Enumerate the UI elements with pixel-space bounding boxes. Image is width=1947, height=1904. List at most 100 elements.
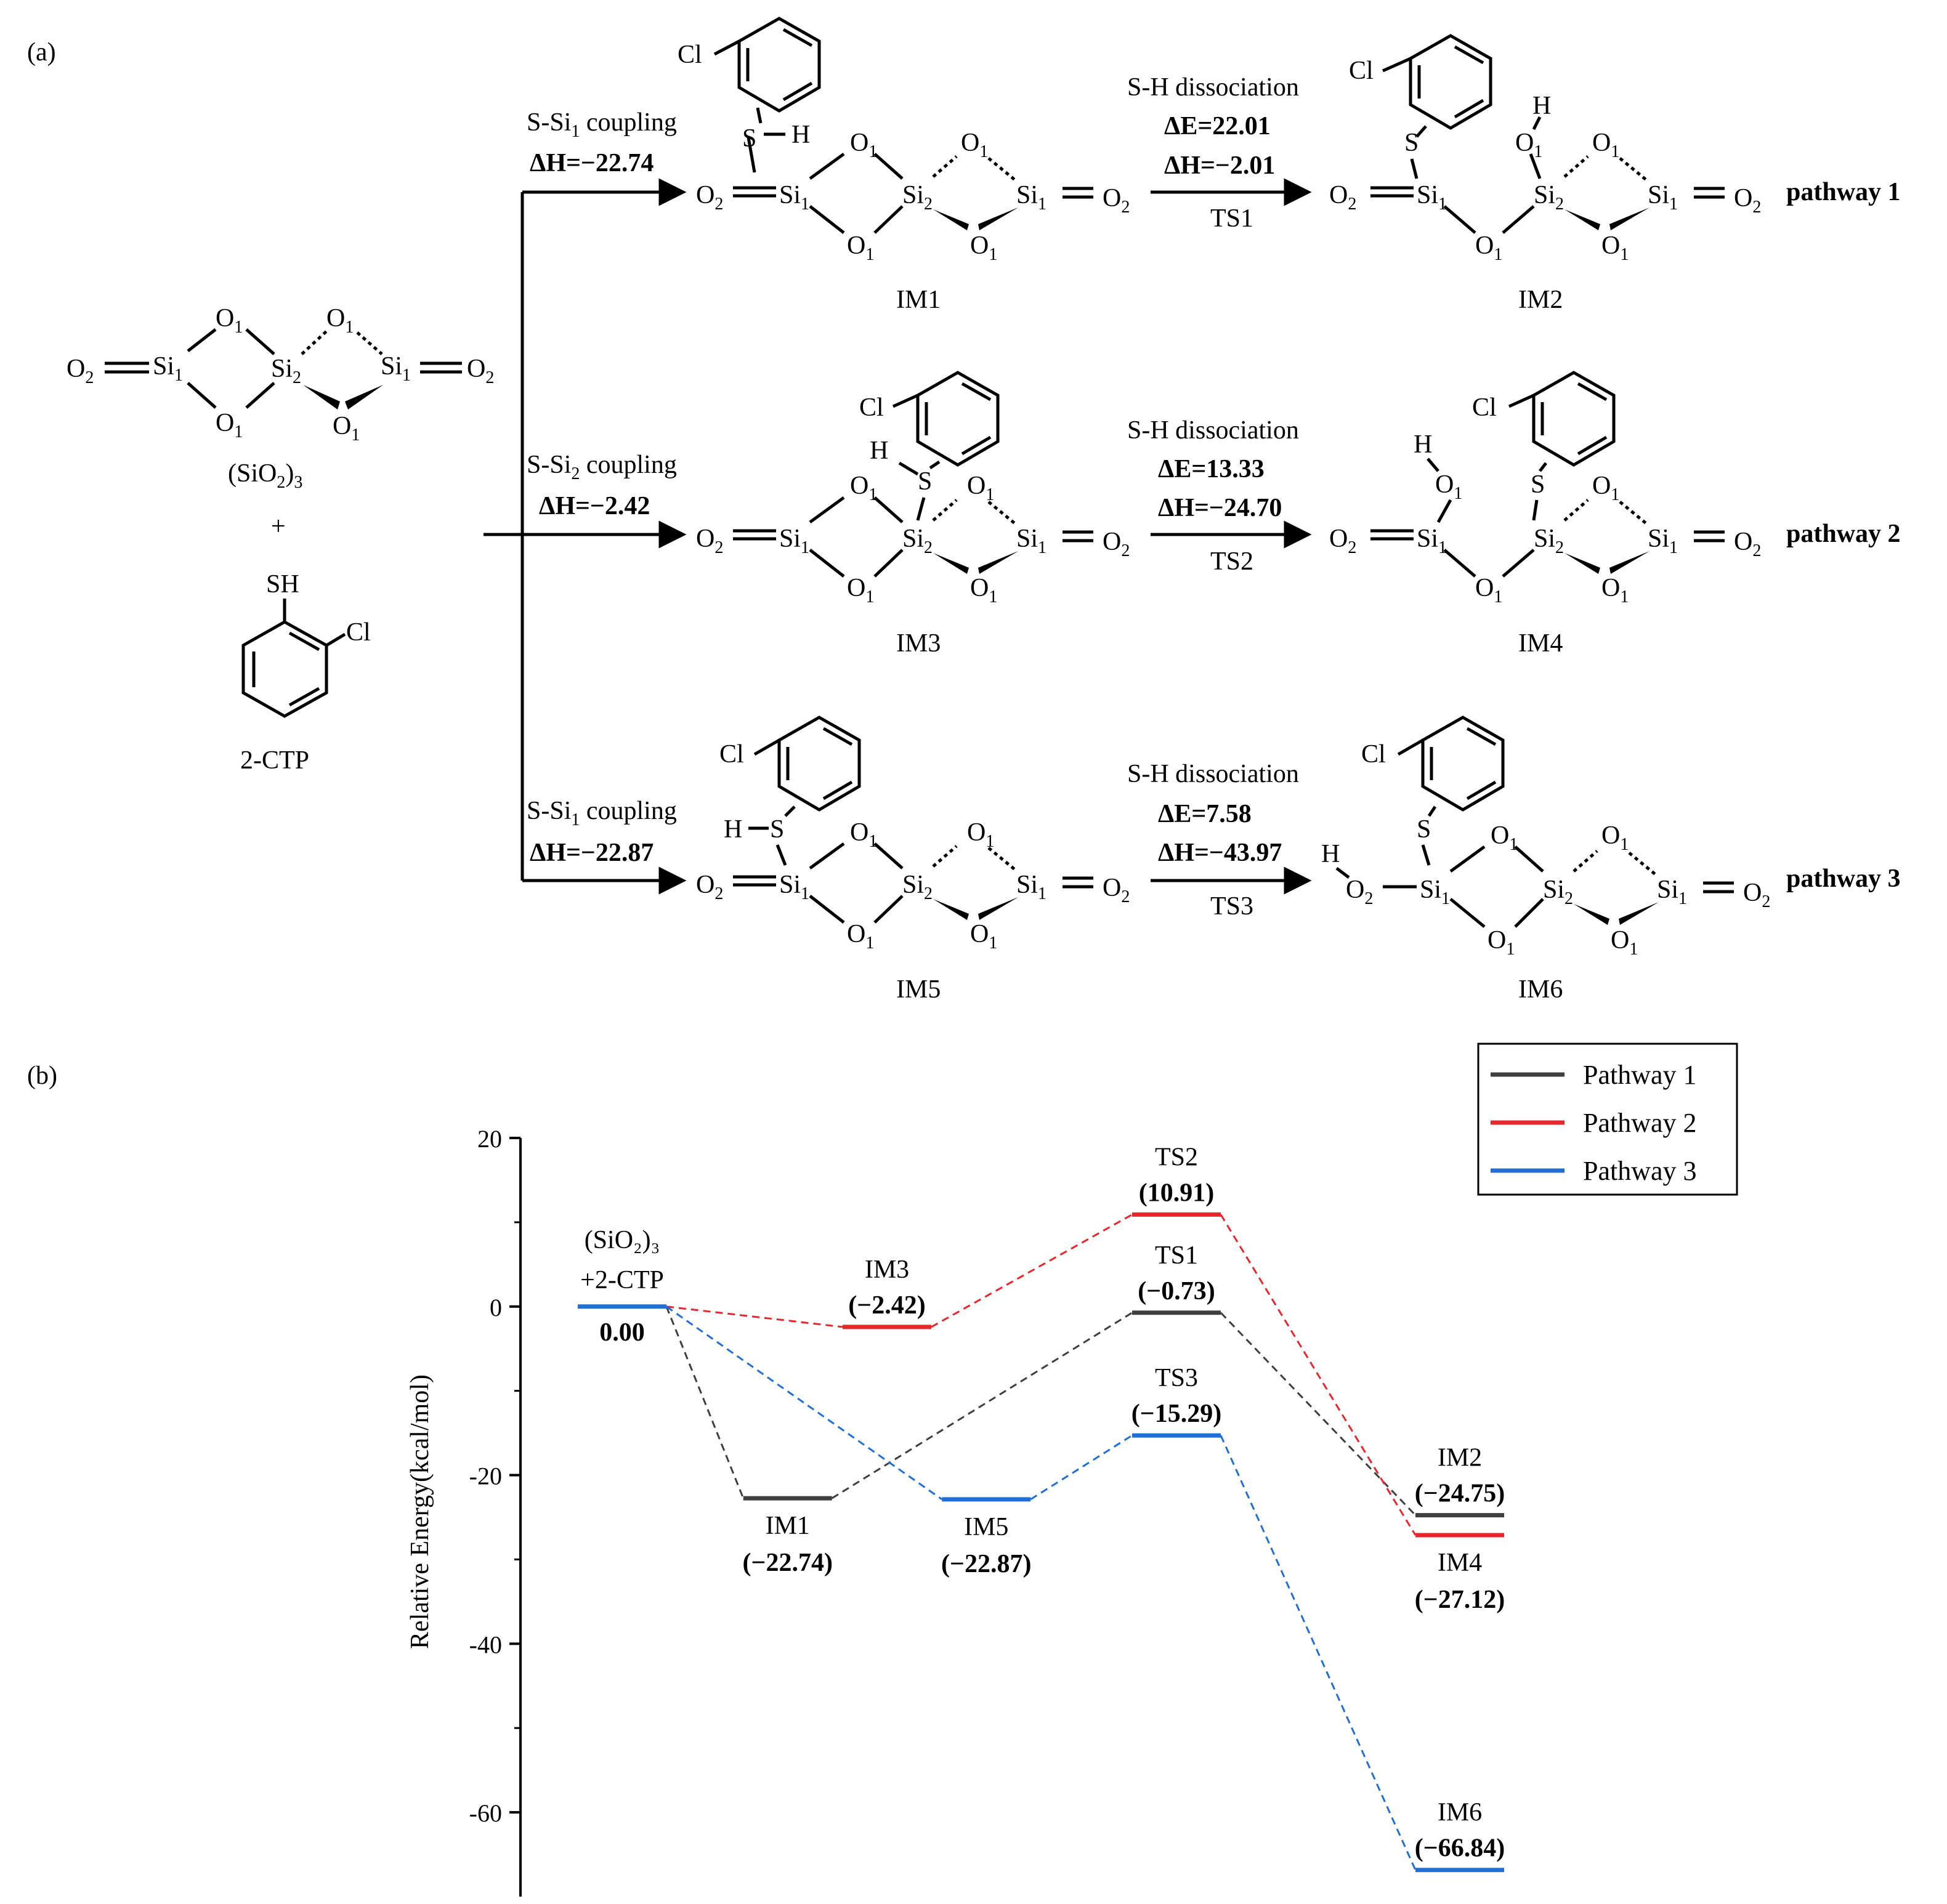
svg-text:O1: O1 — [1592, 472, 1619, 504]
im4-structure: Cl S H O1 O2 Si1 O1 Si2 O1 O1 Si1 O2 — [1329, 371, 1761, 607]
svg-text:O2: O2 — [1329, 525, 1356, 557]
svg-text:O1: O1 — [967, 818, 994, 851]
svg-text:O2: O2 — [696, 525, 723, 557]
svg-text:O2: O2 — [696, 181, 723, 214]
p2-de: ΔE=13.33 — [1158, 455, 1265, 483]
level-value: (−27.12) — [1415, 1586, 1505, 1614]
svg-text:Si1: Si1 — [1657, 876, 1687, 908]
connector-pathway-3 — [666, 1305, 943, 1501]
svg-text:Si1: Si1 — [1016, 871, 1046, 903]
svg-text:H: H — [870, 437, 888, 465]
svg-text:O1: O1 — [1488, 926, 1515, 959]
svg-text:Si2: Si2 — [902, 181, 933, 214]
panel-label-a: (a) — [27, 38, 56, 67]
svg-text:Si1: Si1 — [1648, 181, 1678, 214]
svg-text:S: S — [1404, 129, 1419, 157]
p3-coupling-dh: ΔH=−22.87 — [530, 839, 654, 867]
y-ticks: 200-20-40-60 — [469, 1125, 520, 1827]
y-axis-label: Relative Energy(kcal/mol) — [406, 1374, 434, 1649]
im6-label: IM6 — [1518, 975, 1563, 1004]
im3-label: IM3 — [896, 629, 941, 658]
svg-text:O1: O1 — [1601, 232, 1629, 264]
svg-text:H: H — [1414, 430, 1432, 459]
y-tick-label: 0 — [490, 1294, 502, 1321]
svg-text:H: H — [791, 121, 810, 149]
level-value: (−15.29) — [1131, 1400, 1221, 1428]
svg-text:O1: O1 — [1435, 470, 1462, 503]
level-labels: (SiO₂)₃+2-CTP0.00IM1(−22.74)IM3(−2.42)IM… — [580, 1143, 1505, 1862]
svg-text:O1: O1 — [970, 232, 997, 264]
svg-text:Si2: Si2 — [902, 871, 933, 903]
svg-text:O2: O2 — [1743, 879, 1770, 911]
im5-label: IM5 — [896, 975, 941, 1004]
connectors — [665, 1214, 1417, 1871]
p1-de: ΔE=22.01 — [1164, 112, 1271, 140]
connector-pathway-1 — [831, 1312, 1133, 1499]
p1-dissociation-label: S-H dissociation — [1127, 73, 1299, 102]
svg-text:O1: O1 — [847, 920, 874, 953]
connector-pathway-2 — [931, 1214, 1133, 1328]
svg-text:O1: O1 — [1601, 821, 1629, 854]
reactant-cluster-label: (SiO2)3 — [228, 459, 302, 492]
im3-structure: Cl S H O2 Si1 O1 O1 Si2 O1 O1 Si1 O2 — [696, 371, 1130, 607]
branch-arrows — [484, 178, 1312, 895]
p1-coupling-label: S-Si1 coupling — [527, 108, 677, 141]
svg-text:O1: O1 — [1592, 129, 1619, 161]
svg-text:O1: O1 — [1611, 926, 1638, 959]
svg-text:S: S — [1531, 470, 1545, 499]
im2-label: IM2 — [1518, 286, 1563, 314]
y-tick-label: -40 — [469, 1631, 502, 1658]
level-name: TS3 — [1155, 1364, 1198, 1392]
svg-text:O1: O1 — [1475, 574, 1502, 607]
p3-dissociation-label: S-H dissociation — [1127, 760, 1299, 788]
legend-label: Pathway 2 — [1583, 1108, 1697, 1138]
level-value: 0.00 — [599, 1318, 645, 1347]
svg-text:H: H — [724, 815, 742, 844]
svg-text:H: H — [1532, 92, 1551, 120]
im1-structure: Cl S H O2 Si1 O1 O1 Si2 O1 O1 Si1 O2 — [678, 17, 1130, 264]
p2-dh: ΔH=−24.70 — [1158, 494, 1282, 522]
y-tick-label: 20 — [477, 1125, 502, 1153]
level-value: (−24.75) — [1415, 1480, 1505, 1508]
svg-text:Si2: Si2 — [902, 525, 933, 557]
level-value: (−22.87) — [941, 1550, 1031, 1578]
svg-text:O1: O1 — [1491, 821, 1518, 854]
p3-dh: ΔH=−43.97 — [1158, 839, 1282, 867]
svg-text:O1: O1 — [850, 472, 877, 504]
svg-text:Si2: Si2 — [271, 355, 301, 387]
svg-text:O2: O2 — [1734, 528, 1761, 560]
svg-text:Si1: Si1 — [1420, 876, 1450, 908]
connector-pathway-1 — [1220, 1312, 1417, 1516]
svg-text:Cl: Cl — [346, 618, 371, 647]
connector-pathway-3 — [1220, 1435, 1417, 1871]
svg-text:S: S — [742, 124, 756, 153]
ctp-molecule: SH Cl — [241, 570, 371, 718]
svg-text:Si1: Si1 — [779, 181, 809, 214]
svg-text:Si1: Si1 — [1648, 525, 1678, 557]
svg-text:O2: O2 — [1103, 184, 1130, 217]
svg-text:Si1: Si1 — [779, 525, 809, 557]
level-name: IM2 — [1438, 1444, 1482, 1472]
p2-coupling-dh: ΔH=−2.42 — [539, 492, 650, 520]
svg-text:S: S — [1417, 815, 1431, 844]
svg-text:S: S — [918, 467, 932, 496]
svg-text:O1: O1 — [1515, 129, 1542, 161]
svg-text:O1: O1 — [850, 818, 877, 851]
svg-text:O1: O1 — [847, 574, 874, 607]
level-value: (10.91) — [1139, 1179, 1214, 1207]
svg-text:Cl: Cl — [859, 393, 884, 422]
p2-ts-label: TS2 — [1210, 547, 1253, 576]
level-name: IM3 — [865, 1256, 909, 1284]
legend-label: Pathway 3 — [1583, 1156, 1697, 1186]
svg-text:O2: O2 — [696, 871, 723, 903]
svg-text:Si2: Si2 — [1534, 525, 1564, 557]
svg-text:O1: O1 — [850, 129, 877, 161]
svg-text:Cl: Cl — [1349, 57, 1374, 85]
svg-text:Cl: Cl — [1472, 393, 1497, 422]
reactant-sio2-cluster: O2 Si1 O1 O1 Si2 O1 O1 Si1 O2 — [67, 304, 494, 445]
svg-text:Cl: Cl — [719, 740, 744, 768]
svg-text:Si1: Si1 — [1417, 181, 1447, 214]
svg-text:O2: O2 — [67, 355, 94, 387]
svg-text:O1: O1 — [216, 409, 243, 442]
